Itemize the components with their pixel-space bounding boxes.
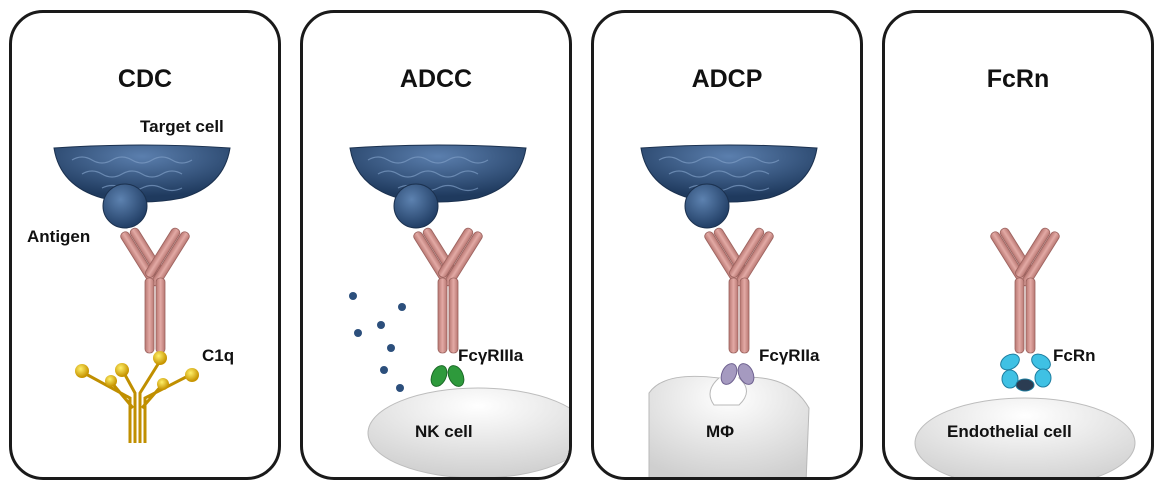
panel-cdc: CDC Target cell Antigen C1q	[9, 10, 281, 480]
c1q-heads	[75, 351, 199, 390]
macrophage	[648, 375, 810, 477]
nk-cell	[367, 387, 569, 477]
cytotoxic-granules	[349, 292, 406, 392]
cdc-diagram	[53, 144, 231, 443]
antibody	[988, 224, 1062, 354]
antigen	[684, 183, 730, 229]
endothelial-cell	[914, 397, 1136, 477]
panel-adcc: ADCC FcγRIIIa NK cell	[300, 10, 572, 480]
c1q-label: C1q	[202, 346, 235, 365]
panel-title: FcRn	[986, 65, 1050, 93]
target-cell	[640, 144, 818, 203]
nk-cell-label: NK cell	[415, 422, 473, 441]
fcgr2a-label: FcγRIIa	[759, 346, 820, 365]
panel-fcrn: FcRn FcRn Endothelial cell	[882, 10, 1154, 480]
panel-title: CDC	[117, 65, 173, 93]
antigen-label: Antigen	[27, 227, 91, 246]
adcp-diagram	[640, 144, 818, 477]
target-cell-label: Target cell	[140, 117, 224, 136]
antigen	[393, 183, 439, 229]
macrophage-label: MΦ	[706, 422, 735, 441]
antibody	[411, 224, 485, 354]
antibody	[118, 224, 192, 354]
panel-title: ADCP	[691, 65, 763, 93]
fcrn-label: FcRn	[1053, 346, 1096, 365]
fcrn-receptor	[1000, 353, 1052, 392]
antibody	[702, 224, 776, 354]
adcc-diagram	[349, 144, 569, 477]
panel-adcp: ADCP FcγRIIa MΦ	[591, 10, 863, 480]
fcrn-diagram	[914, 224, 1136, 477]
fcgr2a-receptor	[720, 363, 755, 385]
antigen	[102, 183, 148, 229]
panel-title: ADCC	[399, 65, 473, 93]
fcgr3a-label: FcγRIIIa	[458, 346, 524, 365]
fcgr3a-receptor	[430, 365, 465, 387]
c1q-complex	[83, 360, 191, 443]
endothelial-cell-label: Endothelial cell	[947, 422, 1072, 441]
target-cell	[349, 144, 527, 203]
